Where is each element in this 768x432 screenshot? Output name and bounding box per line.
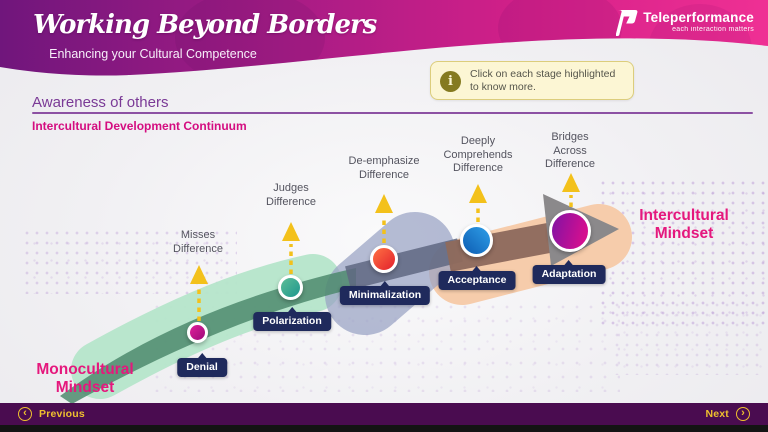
- stage-dot-minimalization[interactable]: [370, 245, 398, 273]
- stage-dot-acceptance[interactable]: [460, 224, 493, 257]
- brand-logo: Teleperformance each interaction matters: [616, 10, 754, 36]
- previous-label: Previous: [39, 408, 85, 420]
- bottom-strip: [0, 425, 768, 432]
- stage-chip-polarization[interactable]: Polarization: [253, 307, 331, 331]
- footer-nav-bar: ‹ Previous Next ›: [0, 403, 768, 425]
- course-title: Working Beyond Borders: [33, 10, 377, 40]
- stage-description-minimalization: De-emphasize Difference: [348, 155, 420, 181]
- brand-name: Teleperformance: [643, 10, 754, 25]
- stage-chip-adaptation[interactable]: Adaptation: [532, 260, 606, 284]
- stage-dot-adaptation[interactable]: [549, 210, 591, 252]
- info-banner: i Click on each stage highlighted to kno…: [430, 61, 634, 100]
- stage-chip-minimalization[interactable]: Minimalization: [339, 281, 431, 305]
- stage-description-polarization: Judges Difference: [266, 182, 316, 208]
- stage-chip-denial[interactable]: Denial: [177, 353, 227, 377]
- speckle-texture: [612, 300, 762, 375]
- section-divider: [32, 112, 753, 114]
- next-label: Next: [705, 408, 729, 420]
- speckle-texture: [598, 178, 768, 328]
- page-title: Awareness of others: [32, 94, 169, 111]
- teleperformance-logo-icon: [616, 10, 638, 36]
- monocultural-mindset-label: Monocultural Mindset: [36, 361, 134, 396]
- previous-icon: ‹: [18, 407, 32, 421]
- brand-tagline: each interaction matters: [672, 26, 754, 33]
- next-button[interactable]: Next ›: [705, 403, 750, 425]
- info-banner-text: Click on each stage highlighted to know …: [470, 68, 616, 93]
- diagram-title: Intercultural Development Continuum: [32, 119, 247, 133]
- header-banner: [0, 0, 768, 76]
- intercultural-mindset-label: Intercultural Mindset: [639, 207, 729, 242]
- info-icon: i: [440, 71, 461, 92]
- stage-dot-denial[interactable]: [187, 322, 208, 343]
- stage-description-denial: Misses Difference: [173, 229, 223, 255]
- stage-description-acceptance: Deeply Comprehends Difference: [443, 135, 513, 174]
- next-icon: ›: [736, 407, 750, 421]
- course-subtitle: Enhancing your Cultural Competence: [49, 47, 257, 61]
- stage-chip-acceptance[interactable]: Acceptance: [438, 266, 516, 290]
- stage-description-adaptation: Bridges Across Difference: [545, 131, 595, 170]
- speckle-texture: [150, 300, 620, 392]
- previous-button[interactable]: ‹ Previous: [18, 403, 85, 425]
- stage-dot-polarization[interactable]: [278, 275, 303, 300]
